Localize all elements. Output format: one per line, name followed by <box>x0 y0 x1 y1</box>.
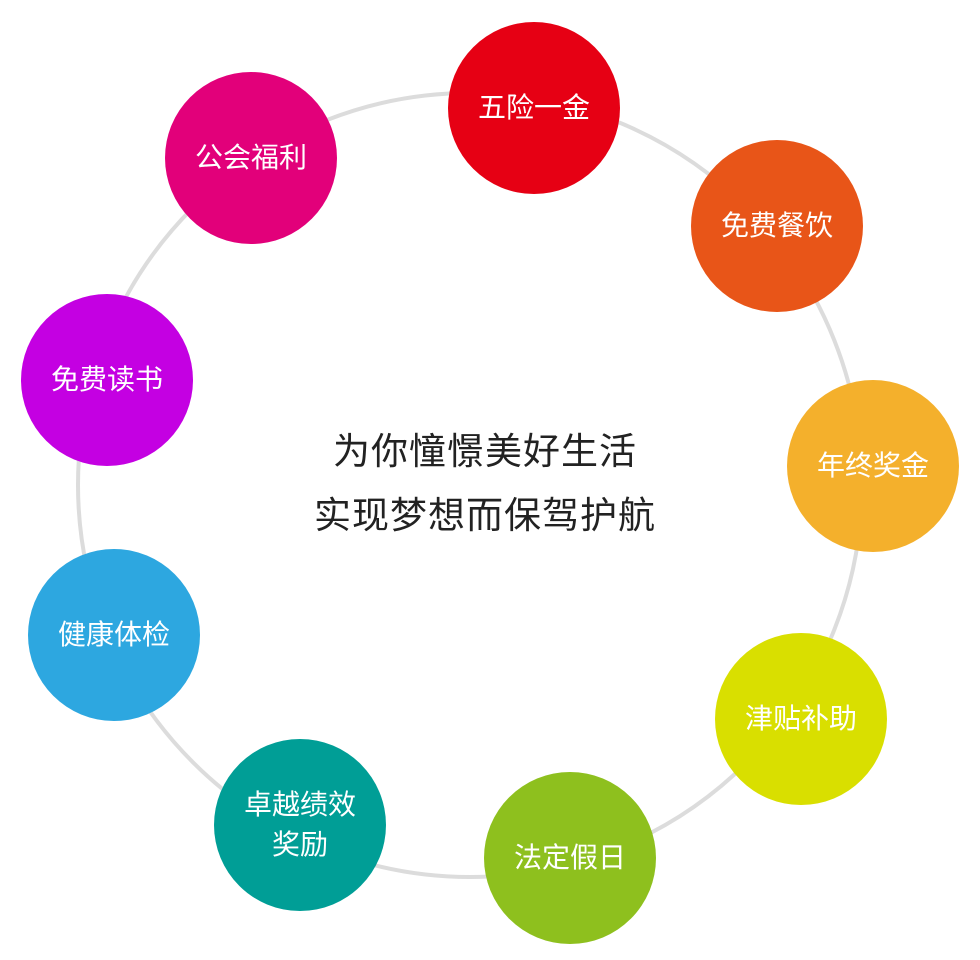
benefit-label: 公会福利 <box>194 141 307 174</box>
benefit-label-group: 卓越绩效 奖励 <box>244 785 356 865</box>
benefit-label: 年终奖金 <box>816 449 929 482</box>
benefit-bubble-year-end-bonus: 年终奖金 <box>787 380 959 552</box>
benefit-bubble-health-checkup: 健康体检 <box>28 549 200 721</box>
benefit-bubble-public-holidays: 法定假日 <box>484 772 656 944</box>
benefit-bubble-free-meals: 免费餐饮 <box>691 140 863 312</box>
benefit-label-line-2: 奖励 <box>271 828 328 861</box>
benefit-label: 健康体检 <box>57 618 170 651</box>
benefit-bubble-free-reading: 免费读书 <box>21 294 193 466</box>
benefit-label: 免费读书 <box>50 363 163 396</box>
benefit-label-line-1: 卓越绩效 <box>243 788 356 821</box>
benefit-label: 津贴补助 <box>744 702 857 735</box>
benefit-label: 免费餐饮 <box>720 209 833 242</box>
benefit-bubble-performance-award: 卓越绩效 奖励 <box>214 739 386 911</box>
benefit-bubble-allowance: 津贴补助 <box>715 633 887 805</box>
benefit-label: 法定假日 <box>513 841 626 874</box>
benefit-label: 五险一金 <box>477 91 590 124</box>
slogan-line-1: 为你憧憬美好生活 <box>333 430 637 473</box>
slogan-line-2: 实现梦想而保驾护航 <box>314 494 656 537</box>
center-slogan: 为你憧憬美好生活 实现梦想而保驾护航 <box>250 420 720 548</box>
benefit-bubble-union-welfare: 公会福利 <box>165 72 337 244</box>
benefit-bubble-social-insurance: 五险一金 <box>448 22 620 194</box>
